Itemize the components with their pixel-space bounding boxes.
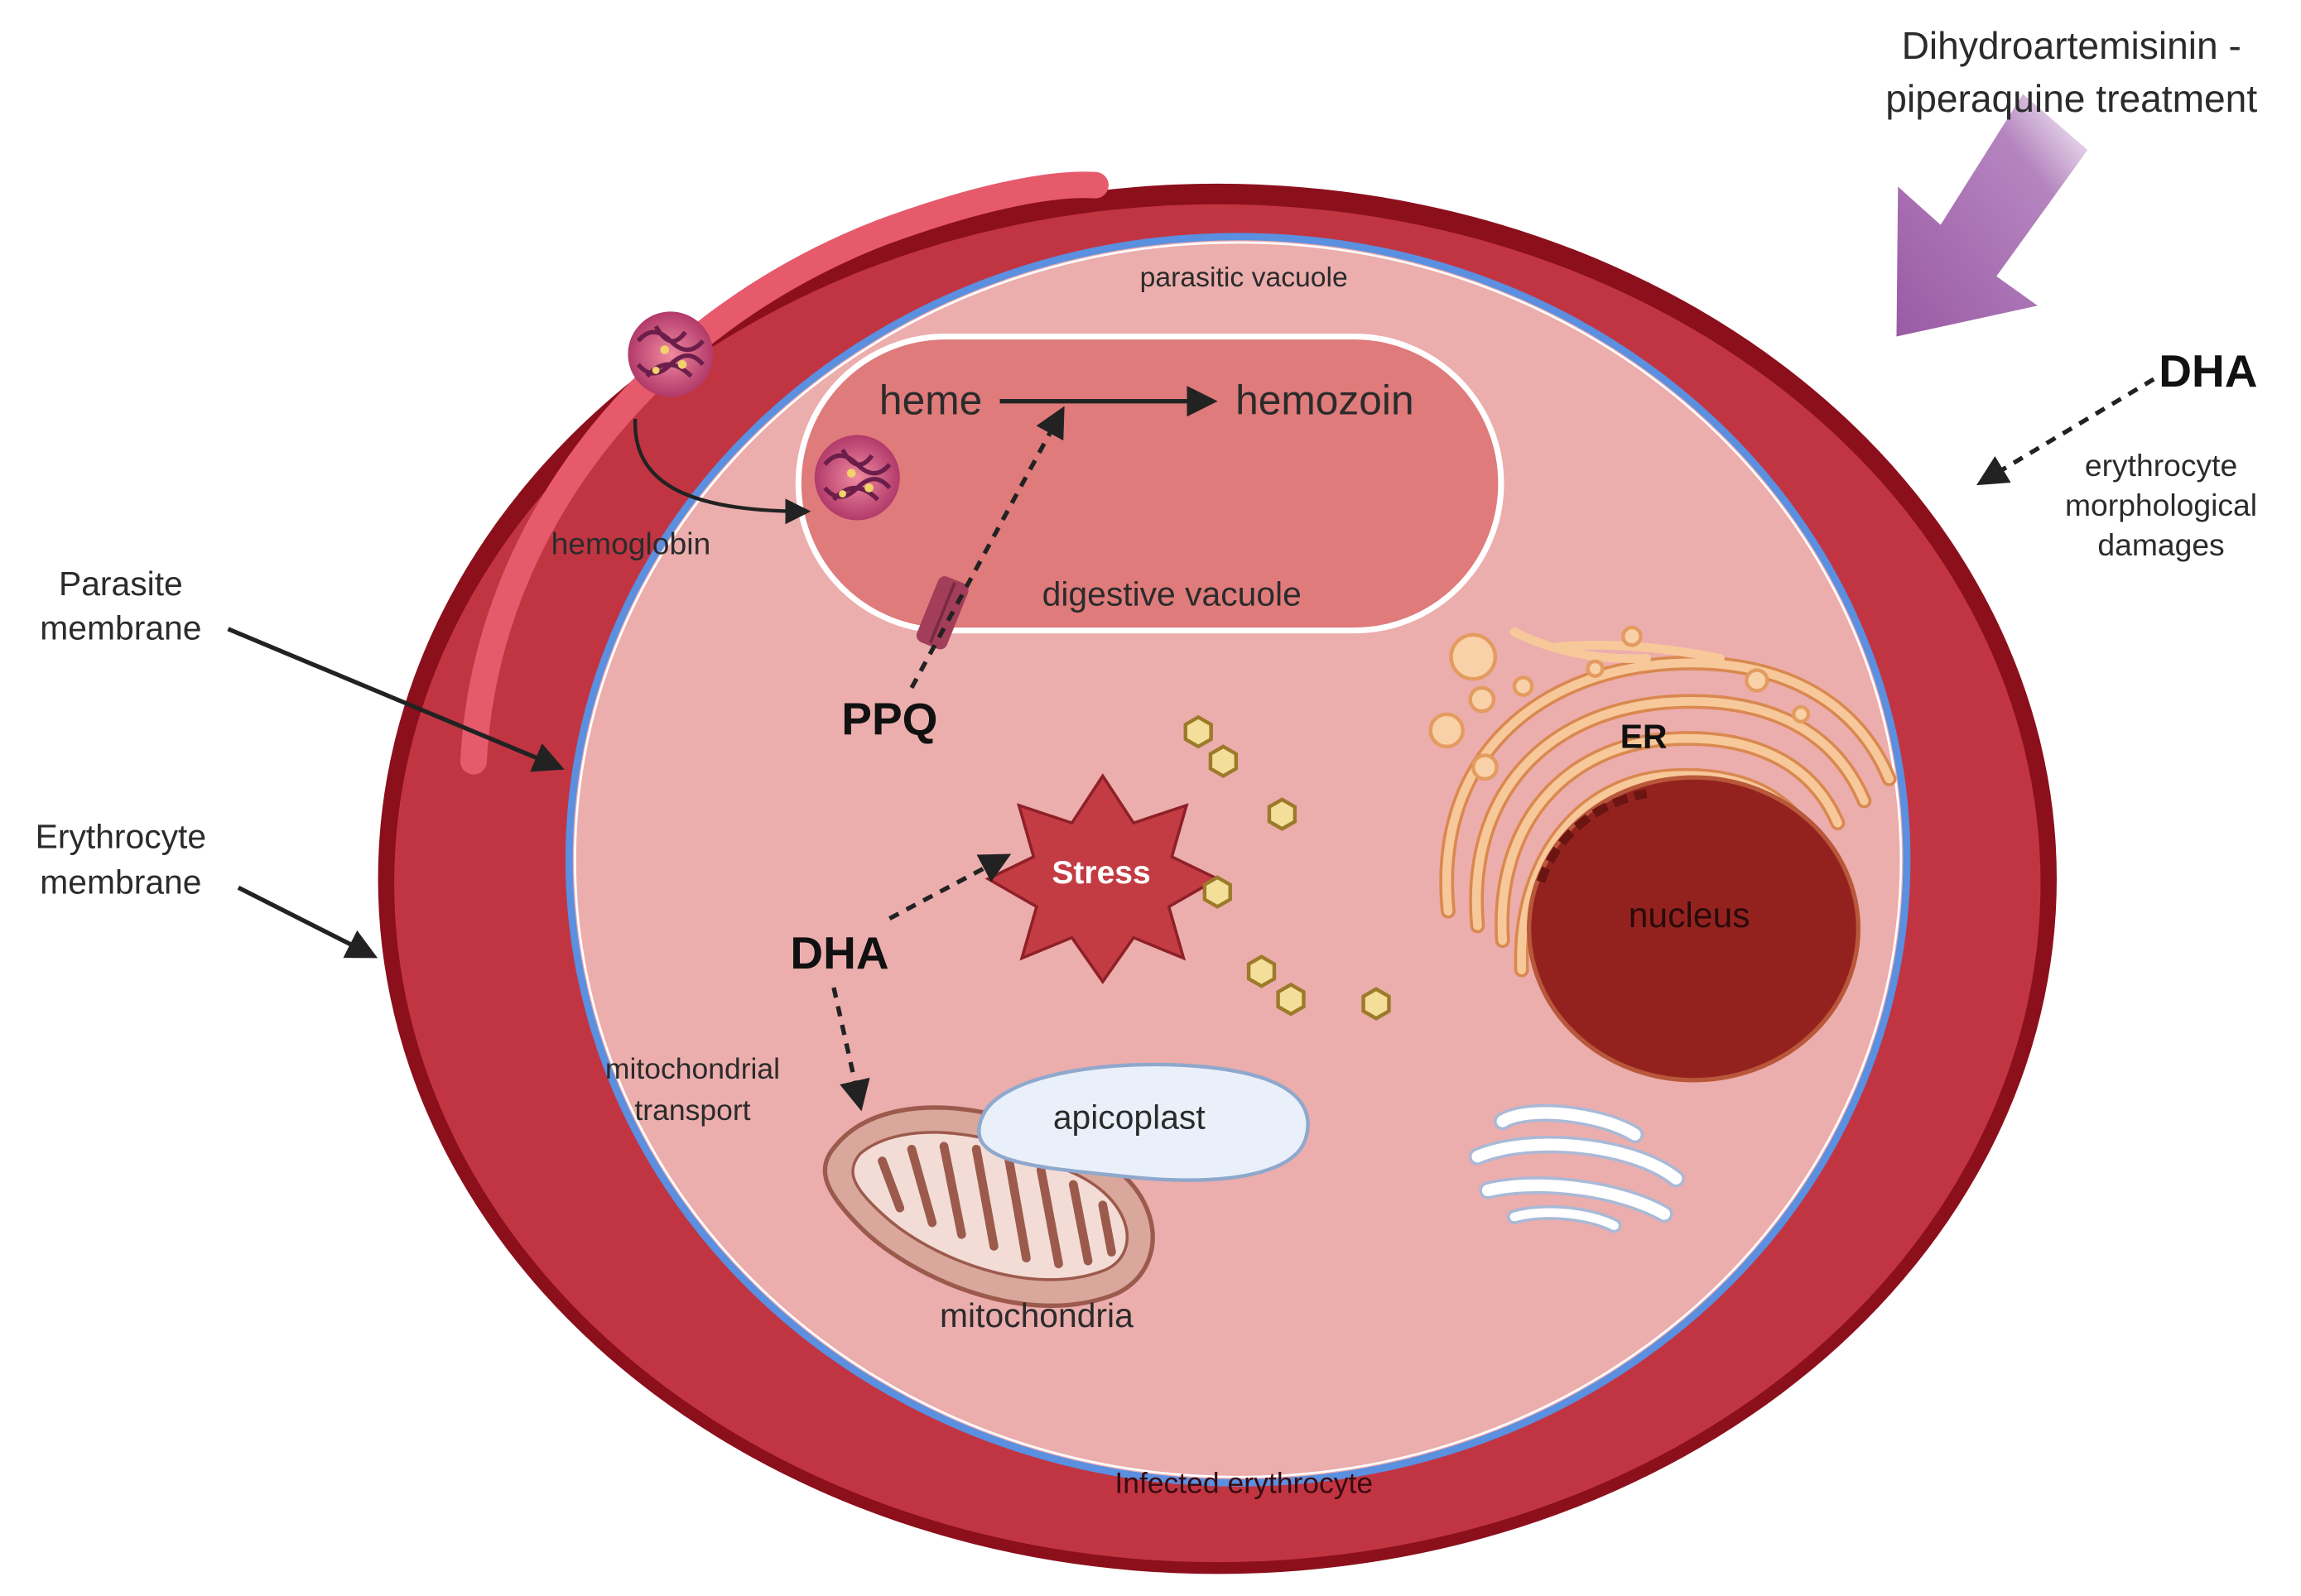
hemoglobin-uptake-arrow xyxy=(633,418,811,525)
nuclear-er-contact xyxy=(1536,789,1648,883)
hemozoin-crystals xyxy=(1183,714,1391,1021)
infected-erythrocyte-label: Infected erythrocyte xyxy=(1114,1467,1373,1500)
morph-damage-line1: erythrocyte xyxy=(2085,448,2237,483)
hemozoin-crystal xyxy=(1183,714,1213,749)
mitochondria-label: mitochondria xyxy=(940,1296,1134,1334)
morph-damage-line2: morphological xyxy=(2065,488,2257,522)
stress-label: Stress xyxy=(1052,855,1150,891)
heme-label: heme xyxy=(879,377,982,424)
golgi-apparatus xyxy=(1468,1103,1685,1233)
dha-inside-label: DHA xyxy=(790,927,888,978)
treatment-label-line2: piperaquine treatment xyxy=(1885,77,2257,120)
hemozoin-crystal xyxy=(1276,982,1306,1017)
parasite-membrane-inner xyxy=(574,241,1903,1478)
digestive-vacuole-label: digestive vacuole xyxy=(1042,574,1302,613)
dha-to-stress-arrow xyxy=(888,853,1012,921)
treatment-arrow xyxy=(1896,94,2088,337)
er-label: ER xyxy=(1620,718,1668,756)
erythrocyte-highlight xyxy=(460,171,1109,775)
hemoglobin-molecule-ingested xyxy=(814,435,900,521)
hemozoin-crystal xyxy=(1202,875,1232,909)
erythrocyte-membrane-label-line2: membrane xyxy=(40,863,201,901)
golgi-vesicles xyxy=(1428,625,1811,781)
dha-outside-arrow xyxy=(1976,377,2155,486)
digestive-vacuole xyxy=(795,333,1504,634)
morph-damage-line3: damages xyxy=(2097,527,2224,562)
erythrocyte-membrane-label-line1: Erythrocyte xyxy=(36,817,206,855)
hemozoin-label: hemozoin xyxy=(1235,377,1413,424)
hemoglobin-molecule xyxy=(628,311,714,397)
mito-transport-line2: transport xyxy=(634,1094,750,1127)
parasite-membrane-label-line2: membrane xyxy=(40,608,201,647)
ppq-label: PPQ xyxy=(841,694,937,745)
ppq-transporter xyxy=(916,576,969,650)
nucleus-label: nucleus xyxy=(1629,896,1750,935)
hemozoin-crystal xyxy=(1361,987,1391,1021)
hemozoin-crystal xyxy=(1267,797,1297,831)
dha-outside-label: DHA xyxy=(2159,345,2257,397)
parasitic-vacuole-label: parasitic vacuole xyxy=(1140,262,1348,293)
erythrocyte-membrane-pointer xyxy=(237,885,378,959)
apicoplast-organelle xyxy=(977,1062,1310,1182)
stress-burst xyxy=(984,773,1221,985)
parasite-membrane-label-line1: Parasite xyxy=(59,565,183,603)
ppq-inhibition-arrow xyxy=(909,406,1065,690)
dha-to-mitochondria-arrow xyxy=(831,987,870,1112)
hemozoin-crystal xyxy=(1246,954,1277,988)
mito-transport-line1: mitochondrial xyxy=(605,1052,780,1085)
nucleus xyxy=(1526,775,1861,1083)
treatment-label-line1: Dihydroartemisinin - xyxy=(1902,24,2241,67)
apicoplast-label: apicoplast xyxy=(1053,1098,1206,1136)
hemoglobin-label: hemoglobin xyxy=(551,526,711,560)
hemozoin-crystal xyxy=(1208,744,1239,778)
parasite-membrane-pointer xyxy=(227,627,565,772)
